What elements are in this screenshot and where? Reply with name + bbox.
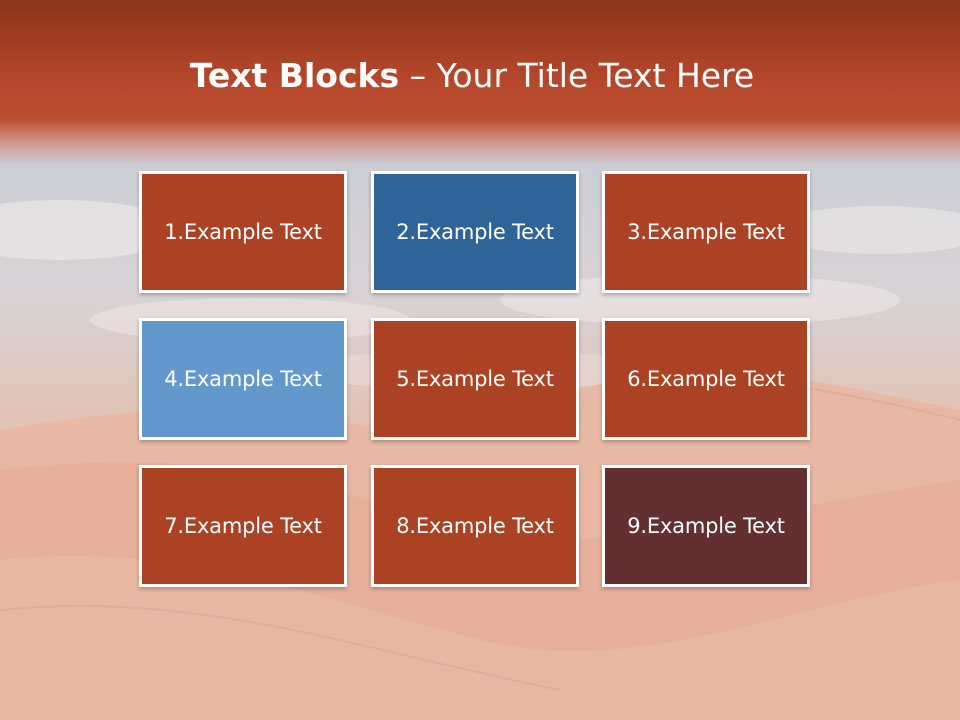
text-block-label: 1.Example Text — [164, 220, 322, 244]
text-block-3[interactable]: 3.Example Text — [602, 171, 810, 293]
text-block-4[interactable]: 4.Example Text — [139, 318, 347, 440]
slide-title: Text Blocks – Your Title Text Here — [0, 54, 944, 98]
text-block-9[interactable]: 9.Example Text — [602, 465, 810, 587]
header-band — [0, 0, 960, 165]
text-block-label: 2.Example Text — [396, 220, 554, 244]
title-separator: – — [399, 56, 437, 95]
text-block-6[interactable]: 6.Example Text — [602, 318, 810, 440]
text-block-7[interactable]: 7.Example Text — [139, 465, 347, 587]
title-bold: Text Blocks — [189, 56, 400, 95]
text-block-label: 5.Example Text — [396, 367, 554, 391]
text-block-label: 7.Example Text — [164, 514, 322, 538]
text-block-1[interactable]: 1.Example Text — [139, 171, 347, 293]
text-block-8[interactable]: 8.Example Text — [371, 465, 579, 587]
text-block-label: 3.Example Text — [627, 220, 785, 244]
text-block-2[interactable]: 2.Example Text — [371, 171, 579, 293]
text-block-label: 9.Example Text — [627, 514, 785, 538]
text-block-label: 4.Example Text — [164, 367, 322, 391]
title-normal: Your Title Text Here — [436, 56, 755, 95]
text-block-5[interactable]: 5.Example Text — [371, 318, 579, 440]
text-block-label: 6.Example Text — [627, 367, 785, 391]
text-block-label: 8.Example Text — [396, 514, 554, 538]
